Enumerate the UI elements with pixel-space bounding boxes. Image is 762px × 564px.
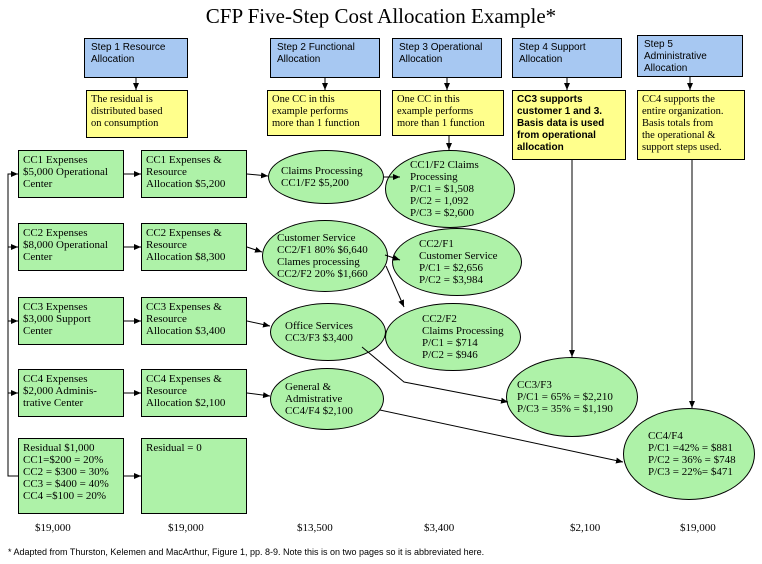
cc3-f3-support-ellipse: CC3/F3 P/C1 = 65% = $2,210 P/C3 = 35% = … <box>506 357 638 437</box>
claims-processing-text: Claims Processing CC1/F2 $5,200 <box>281 165 363 189</box>
total-col4: $3,400 <box>424 522 455 534</box>
cc2-expenses-box: CC2 Expenses $8,000 Operational Center <box>18 223 124 271</box>
general-administrative-ellipse: General & Admistrative CC4/F4 $2,100 <box>270 368 384 430</box>
office-services-ellipse: Office Services CC3/F3 $3,400 <box>270 303 386 361</box>
step-5-note: CC4 supports the entire organization. Ba… <box>637 90 745 160</box>
total-col2: $19,000 <box>168 522 204 534</box>
cc1-expenses-box: CC1 Expenses $5,000 Operational Center <box>18 150 124 198</box>
diagram-title: CFP Five-Step Cost Allocation Example* <box>205 4 557 28</box>
cc1-resource-box: CC1 Expenses & Resource Allocation $5,20… <box>141 150 247 198</box>
step-5-header: Step 5 Administrative Allocation <box>637 35 743 77</box>
total-col6: $19,000 <box>680 522 716 534</box>
cc2-resource-box: CC2 Expenses & Resource Allocation $8,30… <box>141 223 247 271</box>
cc2-f1-customer-ellipse: CC2/F1 Customer Service P/C1 = $2,656 P/… <box>392 228 522 296</box>
step-4-note: CC3 supports customer 1 and 3. Basis dat… <box>512 90 626 160</box>
customer-service-ellipse: Customer Service CC2/F1 80% $6,640 Clame… <box>262 220 388 292</box>
cc1-f2-claims-ellipse: CC1/F2 Claims Processing P/C1 = $1,508 P… <box>385 150 515 228</box>
cc3-expenses-box: CC3 Expenses $3,000 Support Center <box>18 297 124 345</box>
step-3-header: Step 3 Operational Allocation <box>392 38 502 78</box>
step-2-note: One CC in this example performs more tha… <box>267 90 381 136</box>
general-administrative-text: General & Admistrative CC4/F4 $2,100 <box>285 381 353 417</box>
step-1-header: Step 1 Resource Allocation <box>84 38 188 78</box>
cc1-f2-claims-text: CC1/F2 Claims Processing P/C1 = $1,508 P… <box>410 159 479 219</box>
residual-box: Residual $1,000 CC1=$200 = 20% CC2 = $30… <box>18 438 124 514</box>
footnote: * Adapted from Thurston, Kelemen and Mac… <box>8 547 485 557</box>
cc4-resource-box: CC4 Expenses & Resource Allocation $2,10… <box>141 369 247 417</box>
cc2-f1-customer-text: CC2/F1 Customer Service P/C1 = $2,656 P/… <box>419 238 498 286</box>
customer-service-text: Customer Service CC2/F1 80% $6,640 Clame… <box>277 232 368 280</box>
cc3-resource-box: CC3 Expenses & Resource Allocation $3,40… <box>141 297 247 345</box>
total-col1: $19,000 <box>35 522 71 534</box>
cc4-expenses-box: CC4 Expenses $2,000 Adminis- trative Cen… <box>18 369 124 417</box>
step-4-header: Step 4 Support Allocation <box>512 38 622 78</box>
cc3-f3-support-text: CC3/F3 P/C1 = 65% = $2,210 P/C3 = 35% = … <box>517 379 613 415</box>
claims-processing-ellipse: Claims Processing CC1/F2 $5,200 <box>268 150 384 204</box>
office-services-text: Office Services CC3/F3 $3,400 <box>285 320 353 344</box>
cc2-f2-claims-text: CC2/F2 Claims Processing P/C1 = $714 P/C… <box>422 313 504 361</box>
total-col3: $13,500 <box>297 522 333 534</box>
cc4-f4-admin-text: CC4/F4 P/C1 =42% = $881 P/C2 = 36% = $74… <box>648 430 736 478</box>
residual-zero-box: Residual = 0 <box>141 438 247 514</box>
cc2-f2-claims-ellipse: CC2/F2 Claims Processing P/C1 = $714 P/C… <box>385 303 521 371</box>
step-2-header: Step 2 Functional Allocation <box>270 38 380 78</box>
total-col5: $2,100 <box>570 522 601 534</box>
cc4-f4-admin-ellipse: CC4/F4 P/C1 =42% = $881 P/C2 = 36% = $74… <box>623 408 755 500</box>
step-1-note: The residual is distributed based on con… <box>86 90 188 138</box>
step-3-note: One CC in this example performs more tha… <box>392 90 504 136</box>
